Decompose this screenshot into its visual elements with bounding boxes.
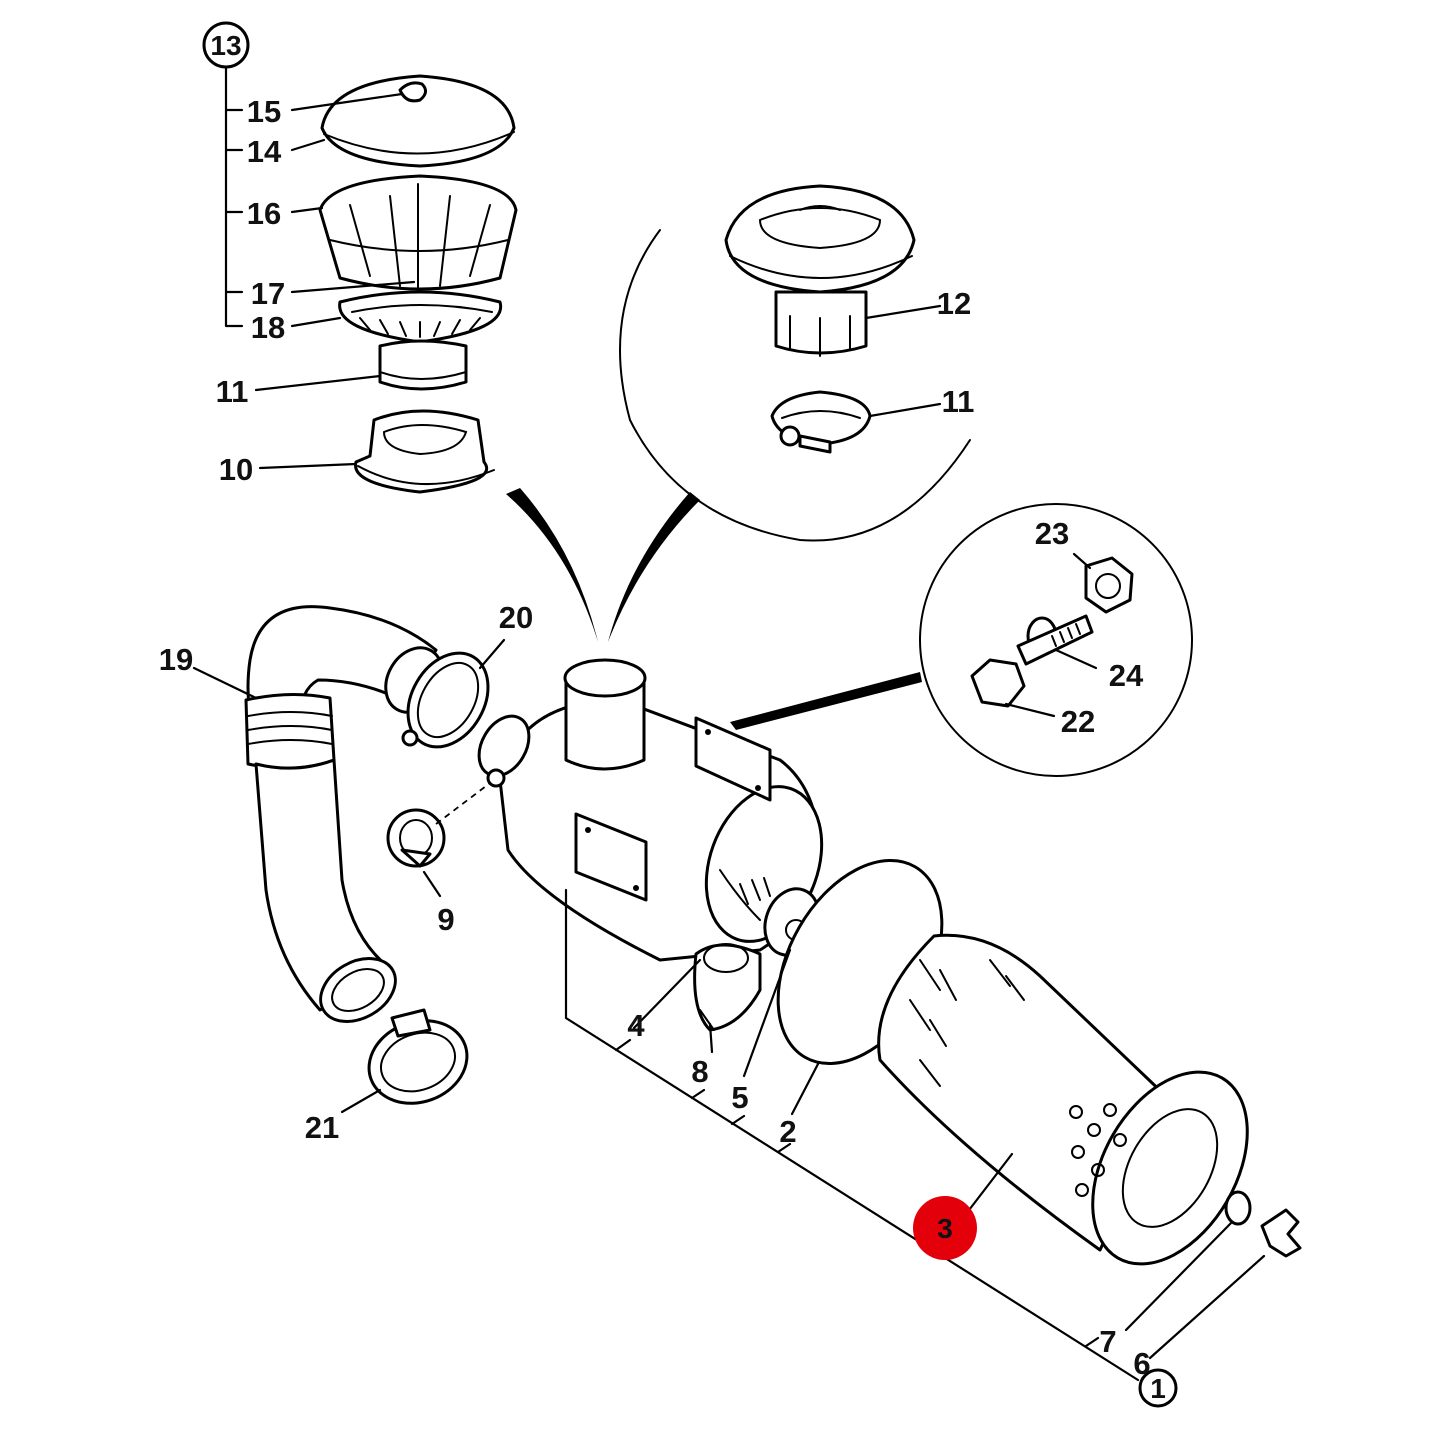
callout-24: 24 xyxy=(1109,658,1144,693)
restriction-indicator xyxy=(386,779,495,898)
callout-16: 16 xyxy=(247,196,281,231)
callout-23: 23 xyxy=(1035,516,1069,551)
filter-element xyxy=(877,933,1249,1266)
callout-7: 7 xyxy=(1099,1324,1116,1359)
callout-8: 8 xyxy=(691,1054,708,1089)
hardware-detail xyxy=(919,503,1193,777)
callout-15: 15 xyxy=(247,94,281,129)
intake-hose xyxy=(192,605,444,1023)
callout-22: 22 xyxy=(1061,704,1095,739)
callout-6: 6 xyxy=(1133,1346,1150,1381)
callout-21: 21 xyxy=(305,1110,339,1145)
highlight-marker xyxy=(913,1196,977,1260)
callout-labels: 13 15 14 16 17 18 11 10 12 11 23 24 22 2… xyxy=(159,30,1166,1404)
callout-12: 12 xyxy=(937,286,971,321)
cap-detail xyxy=(619,184,971,542)
callout-14: 14 xyxy=(247,134,282,169)
callout-1: 1 xyxy=(1150,1373,1166,1404)
callout-2: 2 xyxy=(779,1114,796,1149)
callout-17: 17 xyxy=(251,276,285,311)
hose-clamp-21 xyxy=(340,1008,469,1114)
callout-11-left: 11 xyxy=(216,374,249,409)
callout-19: 19 xyxy=(159,642,193,677)
washer-and-wingnut xyxy=(1124,1190,1302,1360)
callout-3: 3 xyxy=(937,1213,953,1244)
callout-20: 20 xyxy=(499,600,533,635)
callout-10: 10 xyxy=(219,452,253,487)
callout-18: 18 xyxy=(251,310,285,345)
callout-13: 13 xyxy=(210,30,241,61)
hose-clamp-20 xyxy=(401,638,506,749)
callout-9: 9 xyxy=(437,902,454,937)
precleaner-assembly xyxy=(202,21,518,494)
callout-11-right: 11 xyxy=(942,384,975,419)
callout-4: 4 xyxy=(627,1008,645,1043)
callout-5: 5 xyxy=(731,1080,748,1115)
filter-housing xyxy=(477,658,824,1032)
